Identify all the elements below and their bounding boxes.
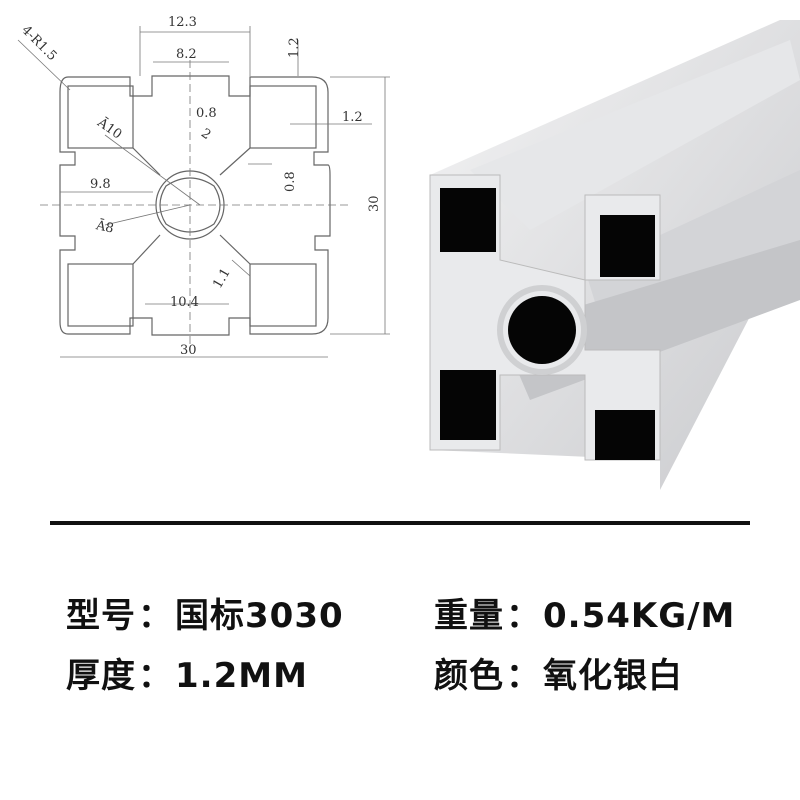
- dim-lip-thickness: 1.2: [287, 37, 302, 58]
- spec-model: 型号：国标3030: [66, 596, 344, 636]
- dim-height: 30: [367, 195, 382, 212]
- spec-weight-label: 重量: [434, 596, 504, 636]
- spec-weight-value: 0.54KG/M: [543, 596, 736, 636]
- spec-thickness-value: 1.2MM: [175, 656, 308, 696]
- dim-side-wall: 1.2: [342, 110, 363, 125]
- spec-model-label: 型号: [66, 596, 136, 636]
- dim-wall-a: 0.8: [196, 106, 217, 121]
- spec-thickness-label: 厚度: [66, 656, 136, 696]
- dim-bottom-slot: 10.4: [170, 295, 199, 310]
- aluminum-profile-photo: [429, 20, 800, 490]
- dim-center-wall: 0.8: [283, 171, 298, 192]
- spec-color-label: 颜色: [434, 656, 504, 696]
- dim-web: 1.1: [210, 266, 233, 291]
- dim-diameter-inner: Ā8: [94, 217, 116, 237]
- dim-slot-width: 8.2: [176, 47, 197, 62]
- profile-cross-section-drawing: 12.3 8.2 1.2 4-R1.5 0.8 2 Ā10 1.2 9.8 0.…: [17, 15, 390, 358]
- spec-model-value: 国标3030: [175, 596, 344, 636]
- spec-color-value: 氧化银白: [543, 656, 683, 696]
- dim-corner-radius: 4-R1.5: [18, 23, 59, 64]
- divider-line: [50, 521, 750, 525]
- spec-weight: 重量：0.54KG/M: [434, 596, 736, 636]
- profile-outline: [59, 75, 331, 336]
- spec-thickness: 厚度：1.2MM: [66, 656, 308, 696]
- dim-bottom-width: 30: [180, 343, 197, 358]
- dim-top-width: 12.3: [168, 15, 197, 30]
- spec-color: 颜色：氧化银白: [434, 656, 683, 696]
- dim-wall-b: 2: [198, 126, 213, 143]
- dim-offset: 9.8: [90, 177, 111, 192]
